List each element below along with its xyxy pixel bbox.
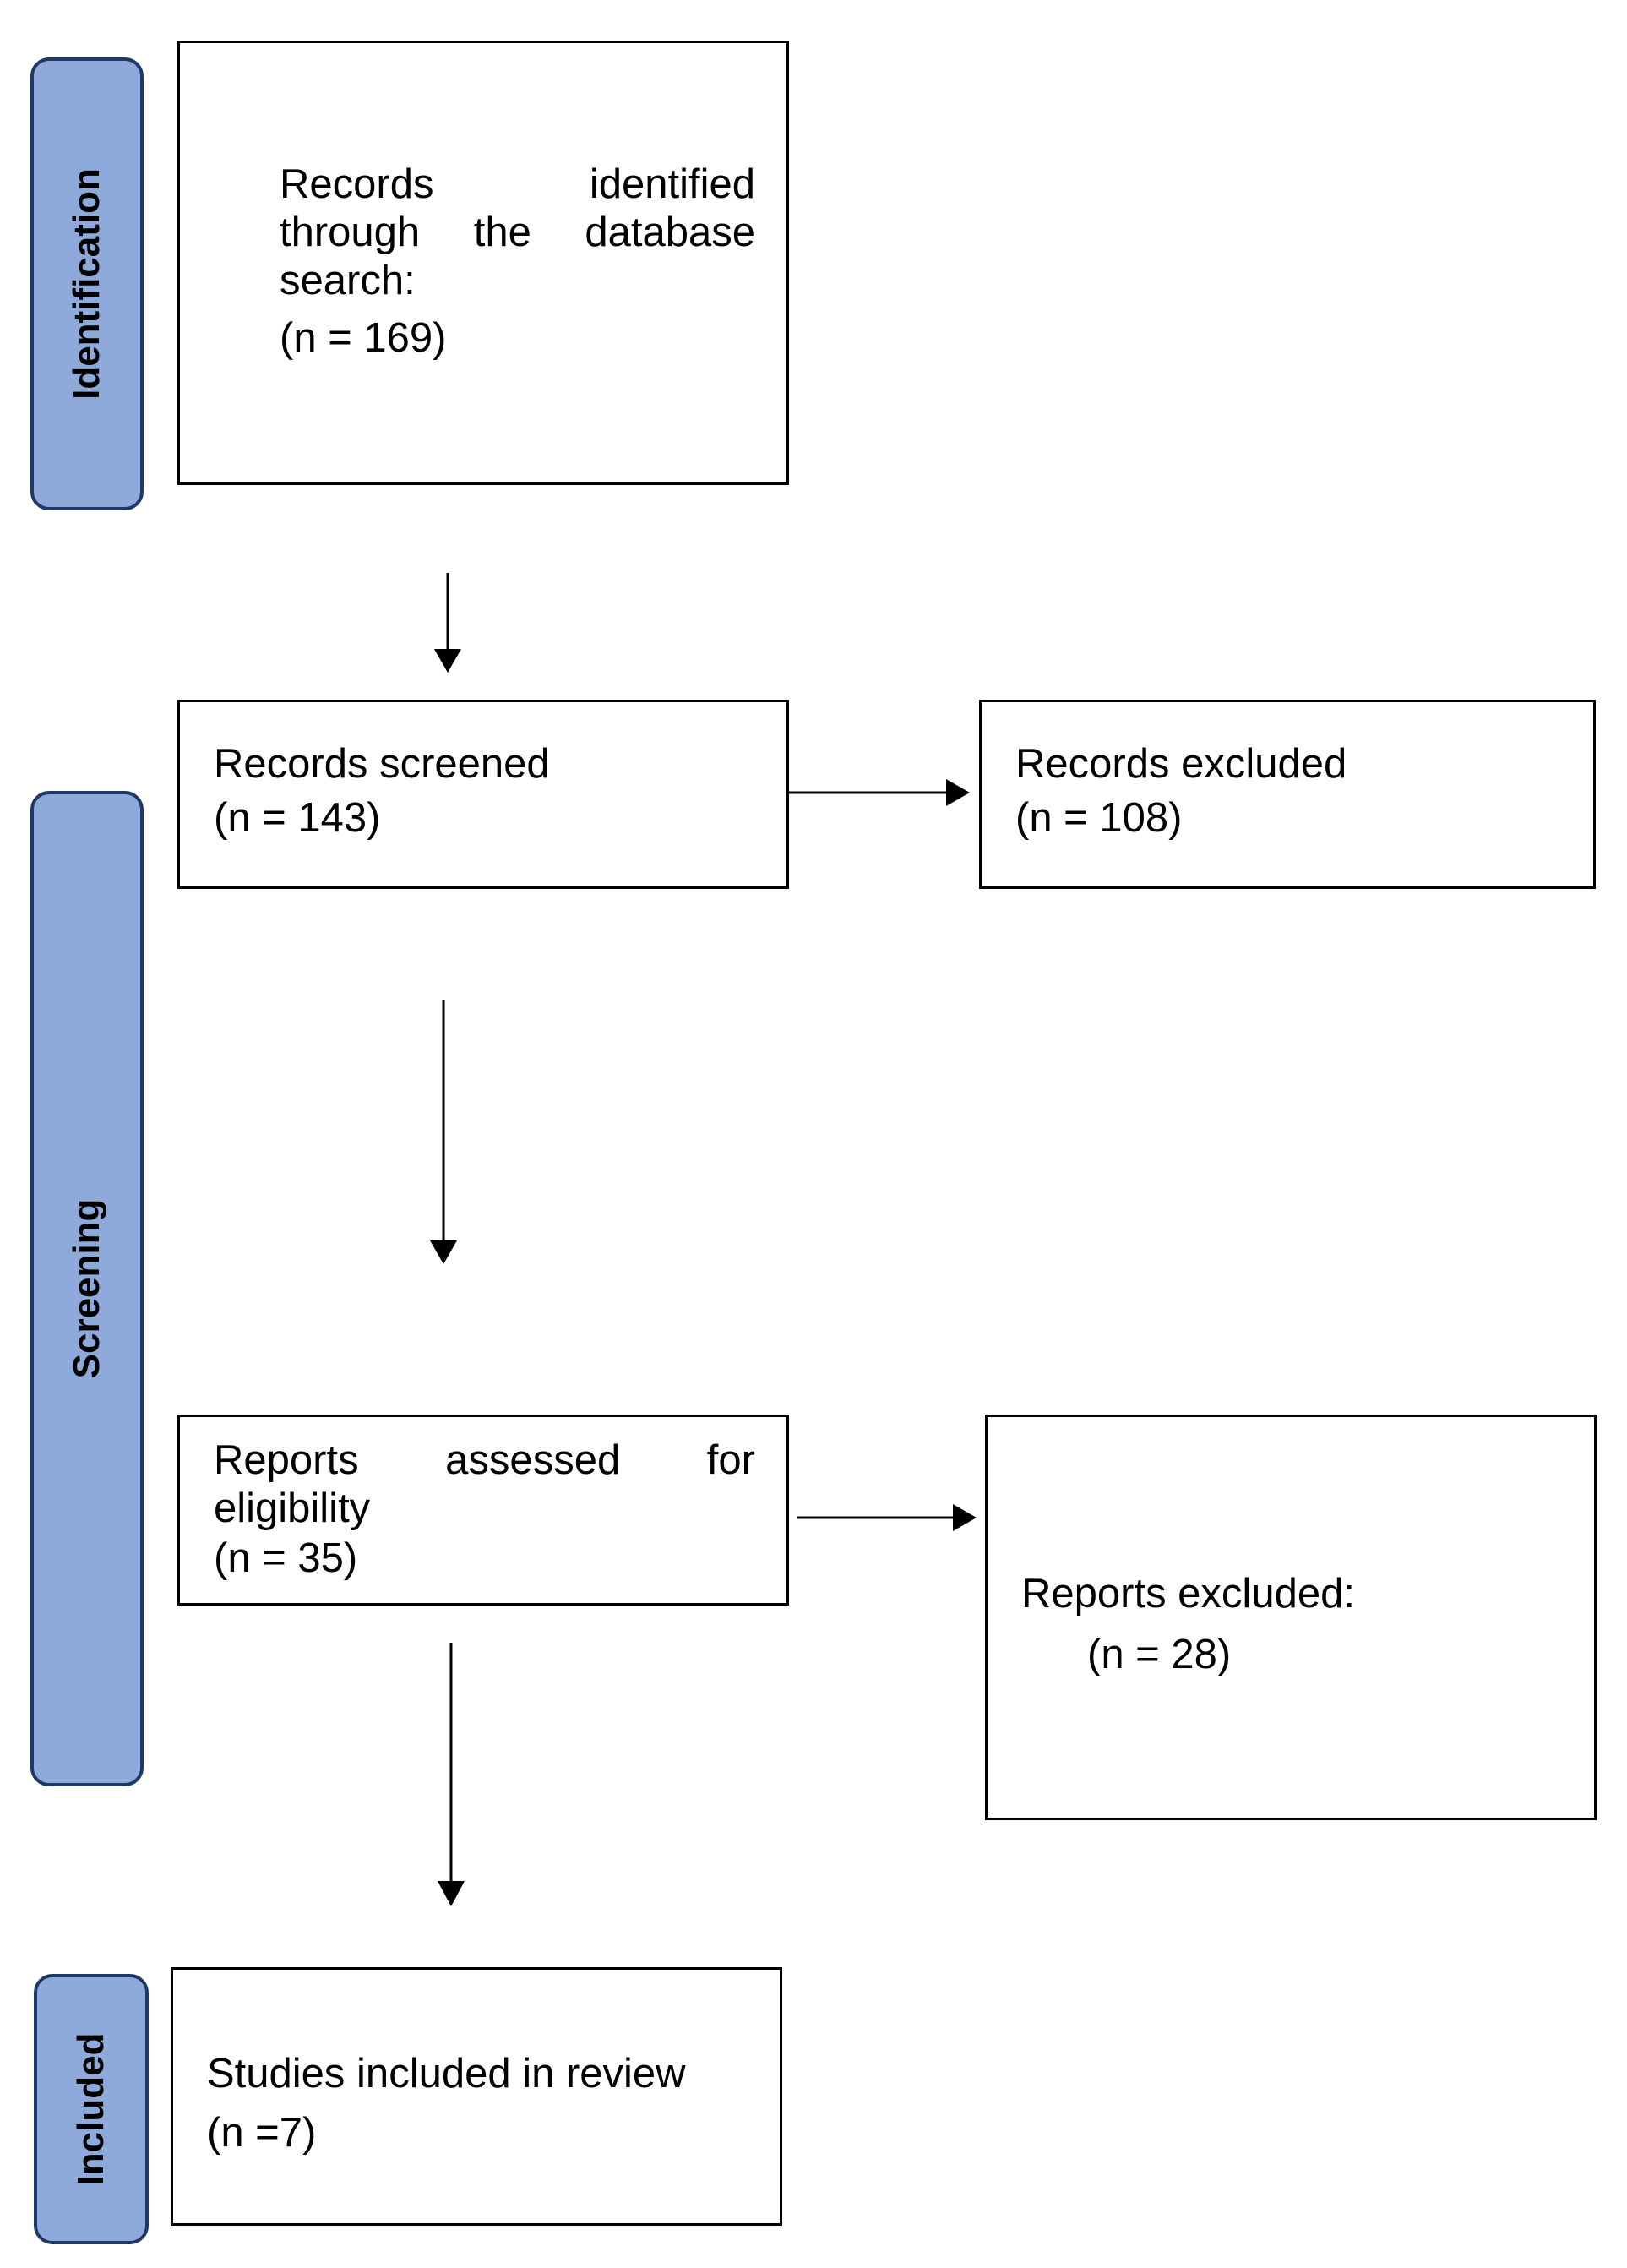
arrow-assessed-to-included-head (438, 1881, 465, 1906)
box-records-identified (177, 41, 789, 485)
reports-assessed-count: (n = 35) (214, 1535, 358, 1581)
reports-excluded-count: (n = 28) (1087, 1632, 1232, 1677)
box-studies-included (171, 1967, 782, 2226)
reports-excluded-text: Reports excluded: (1021, 1571, 1355, 1616)
stage-identification: Identification (30, 57, 144, 510)
arrow-assessed-to-excluded-head (953, 1504, 977, 1531)
box-reports-excluded (985, 1415, 1597, 1820)
arrow-identified-to-screened-head (434, 649, 461, 673)
studies-included-count: (n =7) (207, 2110, 317, 2156)
records-excluded-text: Records excluded (1015, 741, 1347, 787)
records-screened-count: (n = 143) (214, 795, 381, 841)
arrow-screened-to-assessed-head (430, 1240, 457, 1264)
stage-included: Included (34, 1974, 149, 2244)
box-reports-assessed (177, 1415, 789, 1606)
stage-screening: Screening (30, 791, 144, 1786)
records-identified-text: Records identified through the database … (280, 161, 755, 303)
arrow-screened-to-excluded-head (946, 779, 970, 806)
records-excluded-count: (n = 108) (1015, 795, 1183, 841)
records-screened-text: Records screened (214, 741, 550, 787)
box-records-excluded (979, 700, 1596, 889)
studies-included-text: Studies included in review (207, 2051, 686, 2096)
reports-assessed-text: Reports assessed for eligibility (214, 1437, 755, 1531)
records-identified-count: (n = 169) (280, 315, 447, 361)
box-records-screened (177, 700, 789, 889)
